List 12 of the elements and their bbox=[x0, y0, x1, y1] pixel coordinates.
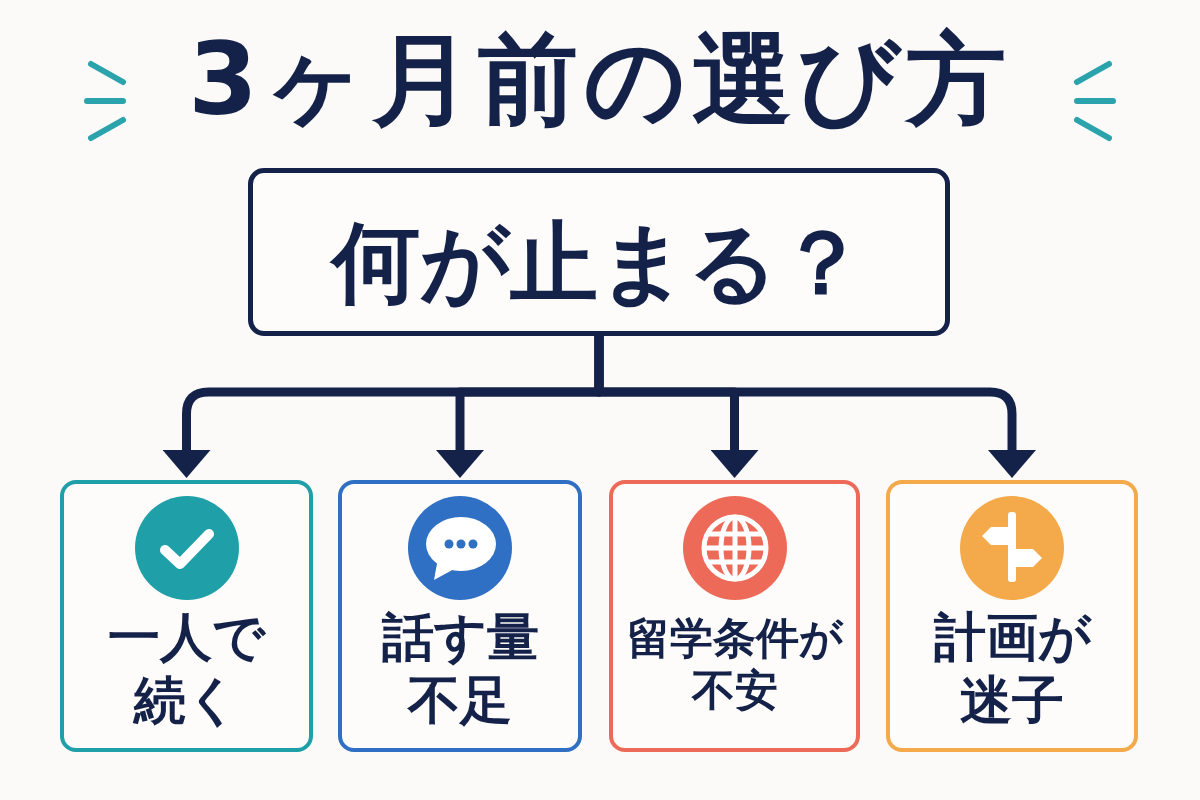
node-label: 計画が迷子 bbox=[932, 606, 1093, 733]
question-box bbox=[248, 168, 950, 336]
cause-card bbox=[609, 480, 860, 752]
arrow bbox=[594, 336, 1036, 478]
cause-card bbox=[60, 480, 313, 752]
cause-card bbox=[886, 480, 1138, 752]
node-label: 留学条件が不安 bbox=[625, 612, 845, 717]
title: 3ヶ月前の選び方 bbox=[188, 22, 1012, 137]
node-label: 一人で続く bbox=[107, 606, 267, 733]
cause-card bbox=[338, 480, 582, 752]
question-text: 何が止まる？ bbox=[269, 209, 929, 317]
node-label: 話す量不足 bbox=[380, 606, 540, 733]
